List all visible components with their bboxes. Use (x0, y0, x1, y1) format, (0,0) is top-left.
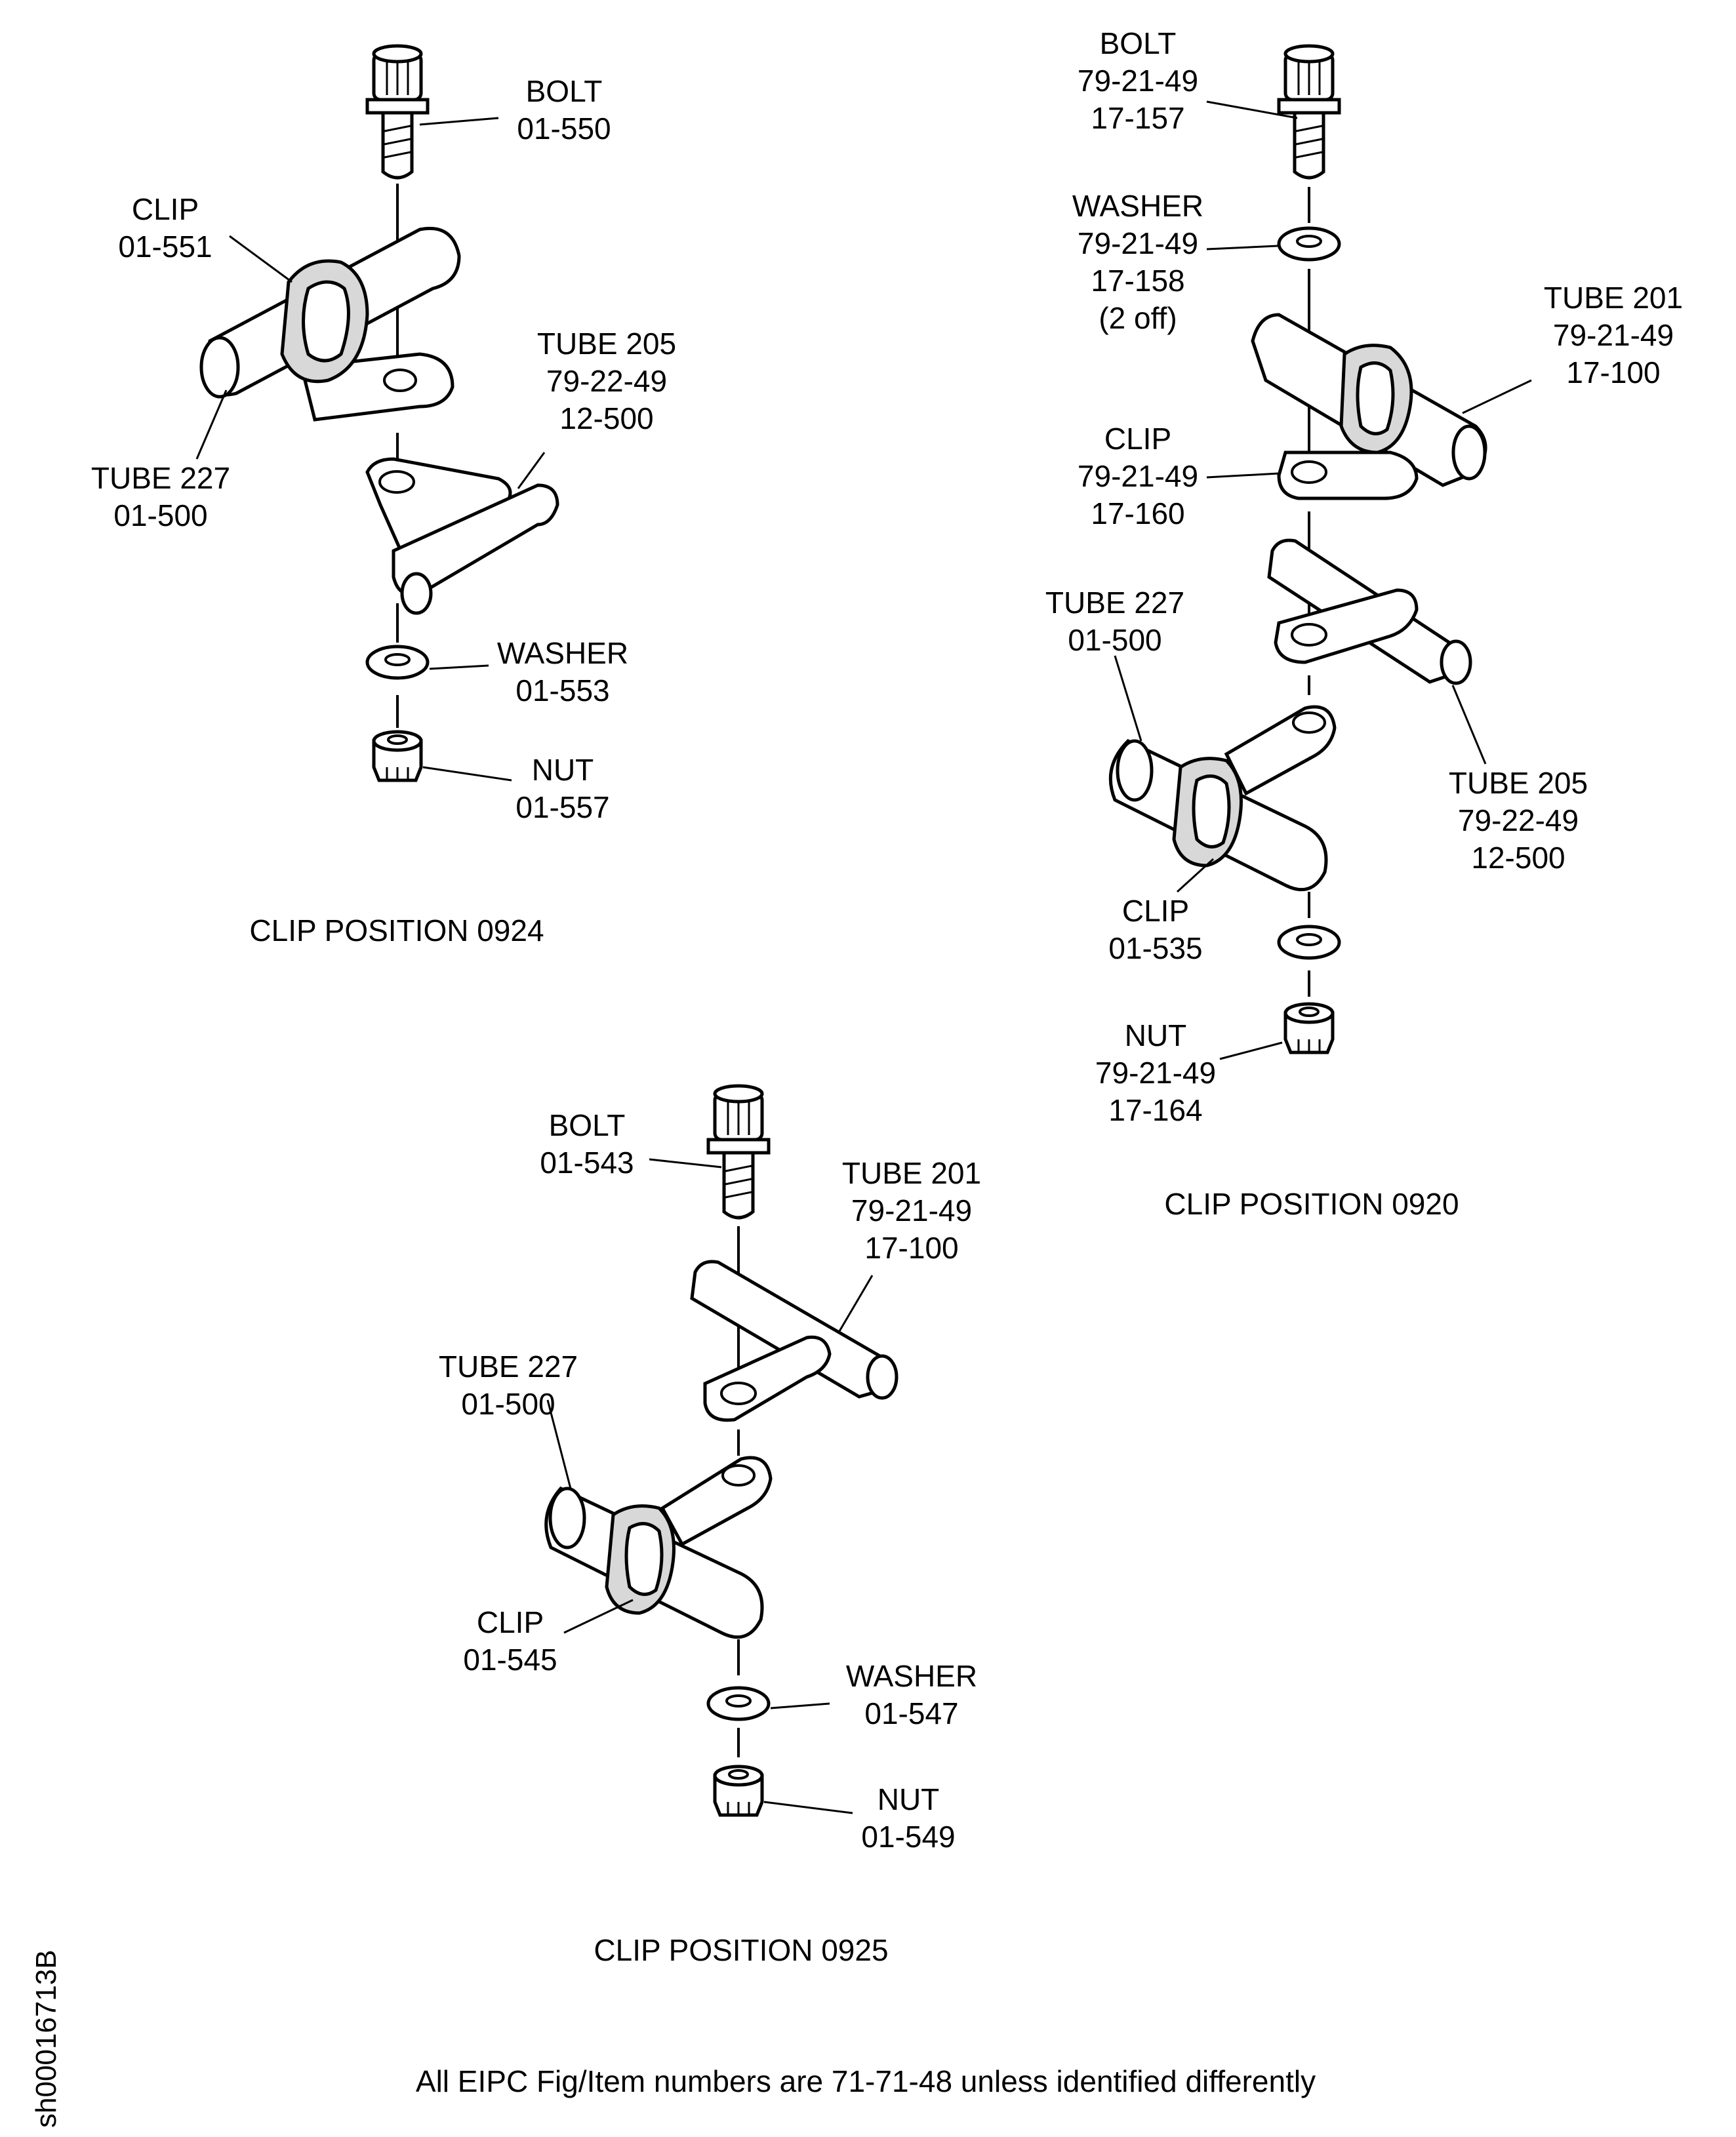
tube-201-clip-0925 (690, 1260, 898, 1422)
washer-0924 (365, 645, 430, 680)
tube-201-clip-0920 (1251, 313, 1487, 500)
nut-0920 (1283, 1002, 1335, 1054)
leader-lines-0925 (546, 1158, 874, 1814)
bolt-0925 (706, 1084, 771, 1220)
caption-clip-position-0925: CLIP POSITION 0925 (594, 1933, 888, 1967)
tube-227-clip-0925 (544, 1456, 773, 1639)
tube-227-clip-0920-lower (1108, 705, 1337, 892)
leader-lines-0924 (195, 117, 546, 782)
washer-0920-upper (1277, 226, 1341, 262)
tube-205-clip-0920 (1267, 538, 1472, 685)
tube-205-clip-0924 (365, 457, 559, 615)
caption-clip-position-0924: CLIP POSITION 0924 (249, 913, 544, 948)
leader-lines-0920 (1114, 100, 1532, 1060)
washer-0920-lower (1277, 925, 1341, 960)
caption-clip-position-0920: CLIP POSITION 0920 (1164, 1187, 1459, 1221)
tube-227-clip-0924 (199, 226, 461, 422)
bolt-0920 (1277, 44, 1341, 180)
document-id: sh00016713B (30, 1949, 62, 2128)
nut-0924 (372, 730, 423, 782)
washer-0925 (706, 1686, 771, 1721)
nut-0925 (713, 1765, 764, 1817)
bolt-0924 (365, 44, 430, 180)
footer-note: All EIPC Fig/Item numbers are 71-71-48 u… (416, 2064, 1316, 2098)
